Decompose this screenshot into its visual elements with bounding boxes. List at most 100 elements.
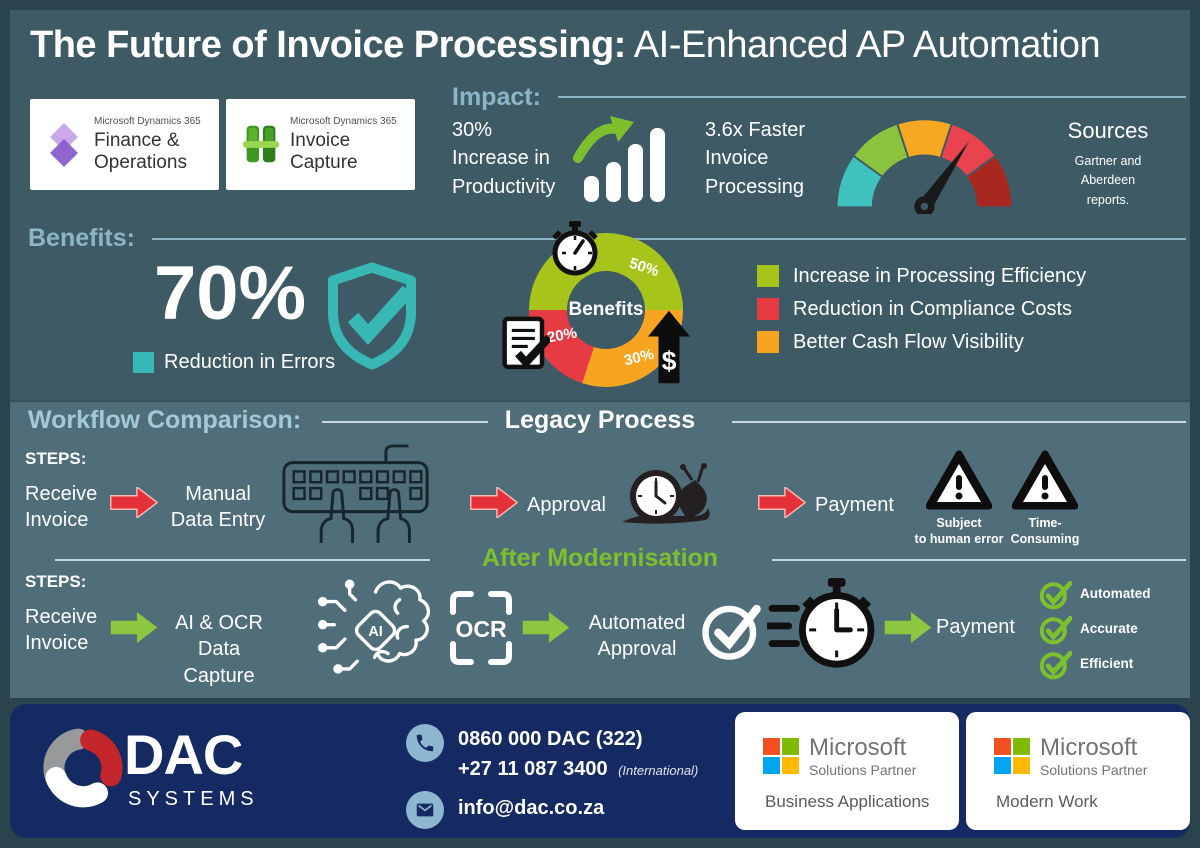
donut-label-compliance: 20%: [545, 324, 579, 347]
microsoft-logo-icon: [994, 738, 1030, 774]
phone-secondary[interactable]: +27 11 087 3400: [458, 758, 608, 780]
invoice-capture-icon: [242, 125, 280, 163]
product-card-finance-operations: Microsoft Dynamics 365 Finance & Operati…: [30, 99, 219, 190]
fast-stopwatch-icon: [767, 577, 875, 668]
modern-step-receive: Receive Invoice: [25, 606, 98, 655]
red-arrow-icon: [758, 487, 806, 518]
ai-label: AI: [368, 624, 382, 640]
legend-swatch-orange: [757, 331, 779, 353]
phone-secondary-note: (International): [618, 763, 699, 778]
impact-stat-productivity: 30% Increase in Productivity: [452, 119, 556, 198]
sources-body: Gartner and Aberdeen reports.: [1074, 154, 1142, 207]
modern-check-efficient: Efficient: [1080, 656, 1134, 671]
modern-steps-label: STEPS:: [25, 572, 87, 591]
sources-block: Sources Gartner and Aberdeen reports.: [1028, 118, 1188, 210]
legacy-warning-human-error: Subject to human error: [914, 516, 1004, 547]
legend-swatch-red: [757, 298, 779, 320]
check-circle-icon: [702, 604, 761, 660]
red-arrow-icon: [470, 487, 518, 518]
donut-center-label: Benefits: [567, 271, 645, 349]
page-title: The Future of Invoice Processing: AI-Enh…: [30, 24, 1101, 67]
benefits-divider: [152, 238, 1186, 240]
svg-text:$: $: [662, 346, 677, 376]
microsoft-logo-icon: [763, 738, 799, 774]
donut-label-efficiency: 50%: [627, 254, 661, 281]
modern-step-payment: Payment: [936, 616, 1015, 638]
benefits-stat-label: Reduction in Errors: [164, 351, 336, 373]
ocr-icon: OCR: [450, 591, 512, 665]
impact-divider: [558, 96, 1186, 98]
after-modernisation-title: After Modernisation: [481, 544, 719, 572]
partner-card-modern-work: Microsoft Solutions Partner Modern Work: [966, 712, 1190, 830]
bar-chart-growth-icon: [573, 116, 665, 202]
green-check-badge-icon: [1040, 615, 1072, 645]
impact-stat-speed: 3.6x Faster Invoice Processing: [705, 119, 806, 198]
partner-area: Business Applications: [765, 792, 930, 811]
speed-gauge-icon: [835, 118, 1014, 214]
modern-step-approval: Automated Approval: [588, 612, 686, 661]
legend-label: Increase in Processing Efficiency: [793, 265, 1087, 287]
warning-triangle-icon: [926, 450, 992, 510]
legacy-line-left: [322, 421, 488, 423]
partner-program: Solutions Partner: [1040, 762, 1148, 778]
benefits-stat-value: 70%: [153, 251, 307, 336]
legacy-process-title: Legacy Process: [504, 406, 696, 434]
legend-label: Reduction in Compliance Costs: [793, 298, 1073, 320]
legend-item-compliance: Reduction in Compliance Costs: [757, 298, 1177, 322]
legend-label: Better Cash Flow Visibility: [793, 331, 1024, 353]
dac-logo-text: DAC: [124, 723, 243, 786]
ai-brain-circuit-icon: AI: [317, 579, 431, 674]
partner-brand: Microsoft: [1040, 734, 1138, 761]
product-brand: Microsoft Dynamics 365: [290, 116, 397, 127]
dollar-growth-arrow-icon: $: [648, 310, 690, 384]
partner-program: Solutions Partner: [809, 762, 917, 778]
warning-triangle-icon: [1012, 450, 1078, 510]
partner-area: Modern Work: [996, 792, 1098, 811]
slow-snail-clock-icon: [622, 463, 710, 524]
workflow-section-background: [10, 400, 1190, 698]
modern-check-automated: Automated: [1080, 586, 1151, 601]
ocr-label: OCR: [455, 616, 507, 642]
product-name: Finance & Operations: [94, 130, 187, 174]
modern-line-left: [55, 559, 430, 561]
dac-logo-swirl: [43, 728, 123, 808]
legacy-step-receive: Receive Invoice: [25, 483, 98, 532]
green-check-badge-icon: [1040, 650, 1072, 680]
legend-item-cashflow: Better Cash Flow Visibility: [757, 331, 1177, 355]
sources-title: Sources: [1067, 118, 1149, 143]
legacy-warning-time: Time- Consuming: [1010, 516, 1080, 547]
phone-icon: [406, 724, 444, 762]
email-icon: [406, 791, 444, 829]
legacy-step-payment: Payment: [815, 494, 894, 516]
workflow-heading: Workflow Comparison:: [28, 406, 302, 434]
dynamics-finance-icon: [50, 123, 78, 167]
phone-secondary-row[interactable]: +27 11 087 3400 (International): [458, 758, 698, 781]
phone-primary[interactable]: 0860 000 DAC (322): [458, 728, 643, 750]
red-arrow-icon: [110, 487, 158, 518]
green-check-badge-icon: [1040, 580, 1072, 610]
impact-heading: Impact:: [452, 83, 541, 111]
green-arrow-icon: [522, 612, 570, 643]
modern-check-accurate: Accurate: [1080, 621, 1138, 636]
partner-brand: Microsoft: [809, 734, 907, 761]
email-address[interactable]: info@dac.co.za: [458, 797, 605, 819]
green-arrow-icon: [884, 612, 932, 643]
modern-step-capture: AI & OCR Data Capture: [175, 612, 263, 687]
manual-typing-keyboard-icon: [282, 444, 429, 544]
partner-card-business-applications: Microsoft Solutions Partner Business App…: [735, 712, 959, 830]
stopwatch-icon: [552, 221, 598, 276]
legend-item-efficiency: Increase in Processing Efficiency: [757, 265, 1177, 289]
legend-swatch-green: [757, 265, 779, 287]
legacy-step-entry: Manual Data Entry: [170, 483, 266, 532]
modern-line-right: [772, 559, 1186, 561]
legacy-step-approval: Approval: [527, 494, 606, 516]
product-card-invoice-capture: Microsoft Dynamics 365 Invoice Capture: [226, 99, 415, 190]
product-brand: Microsoft Dynamics 365: [94, 116, 201, 127]
product-name: Invoice Capture: [290, 130, 358, 174]
teal-bullet-square: [133, 352, 154, 373]
dac-logo-subtext: SYSTEMS: [128, 788, 259, 810]
shield-check-icon: [328, 262, 416, 370]
checklist-icon: [502, 316, 550, 370]
legacy-line-right: [732, 421, 1186, 423]
